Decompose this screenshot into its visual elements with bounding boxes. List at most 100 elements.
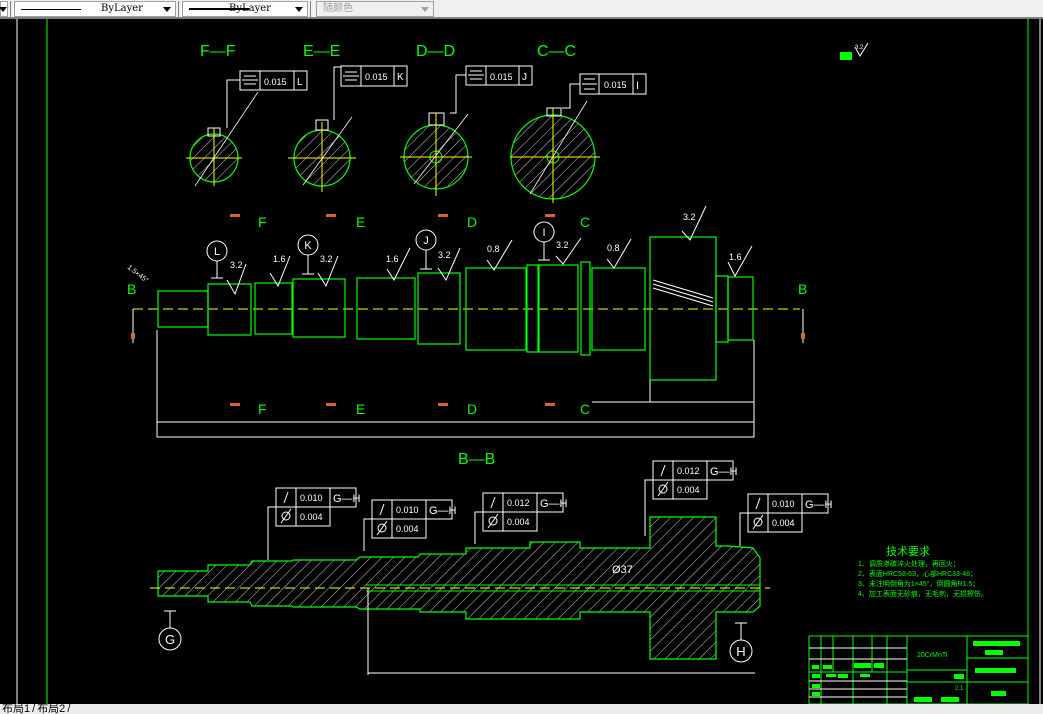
symmetry-icon	[582, 78, 597, 90]
cylindricity-value: 0.004	[507, 517, 530, 527]
svg-text:E: E	[356, 401, 365, 417]
section-label: E—E	[303, 43, 340, 60]
svg-text:0.8: 0.8	[607, 243, 620, 253]
svg-text:2、表面HRC58-63，心部HRC33-48；: 2、表面HRC58-63，心部HRC33-48；	[858, 569, 977, 578]
datum-ref: G—H	[710, 466, 738, 478]
runout-icon	[283, 491, 289, 504]
svg-text:C: C	[580, 214, 590, 230]
svg-text:1.6: 1.6	[729, 252, 742, 262]
tab-layout1[interactable]: 布局1	[2, 704, 31, 714]
svg-text:1.6: 1.6	[386, 254, 399, 264]
section-label: C—C	[537, 43, 576, 60]
technical-requirements: 技术要求 1、调质渗碳淬火处理，再回火； 2、表面HRC58-63，心部HRC3…	[858, 545, 988, 598]
svg-text:3.2: 3.2	[320, 254, 333, 264]
section-label: F—F	[200, 43, 236, 60]
svg-text:L: L	[214, 246, 220, 258]
runout-value: 0.012	[677, 466, 700, 476]
general-roughness-symbol: 3.2	[840, 42, 869, 60]
linetype-dropdown[interactable]: ByLayer	[14, 1, 176, 17]
runout-icon	[490, 496, 496, 509]
color-dropdown-edge[interactable]	[0, 1, 8, 17]
tolerance-value: 0.015	[264, 77, 287, 87]
svg-text:技术要求: 技术要求	[886, 545, 930, 558]
svg-text:3、未注明倒角为1×45°，倒圆角R1.5；: 3、未注明倒角为1×45°，倒圆角R1.5；	[858, 579, 979, 588]
svg-text:Ø37: Ø37	[612, 564, 633, 576]
datum-ref: G—H	[333, 493, 361, 505]
runout-value: 0.010	[396, 505, 419, 515]
svg-text:B: B	[127, 281, 136, 297]
svg-text:2:1: 2:1	[955, 686, 964, 692]
datum-ref: K	[397, 72, 404, 83]
plotstyle-label: 随颜色	[323, 3, 353, 14]
runout-icon	[755, 497, 761, 510]
svg-text:I: I	[542, 227, 545, 239]
svg-text:3.2: 3.2	[556, 240, 569, 250]
cylindricity-icon	[281, 511, 291, 521]
section-view-bb: B—B Ø37 G H	[150, 451, 770, 675]
cylindricity-icon	[658, 484, 668, 494]
datum-ref: G—H	[805, 499, 833, 511]
svg-text:H: H	[736, 644, 745, 659]
toolbar-separator	[10, 1, 14, 17]
svg-text:3.2: 3.2	[683, 212, 696, 222]
thin-line-sample-icon	[21, 9, 81, 10]
linetype-label: ByLayer	[101, 3, 143, 14]
svg-text:F: F	[258, 401, 267, 417]
datum-ref: I	[636, 80, 639, 92]
cylindricity-icon	[377, 523, 387, 533]
svg-text:G: G	[165, 632, 175, 647]
svg-text:B—B: B—B	[458, 451, 495, 468]
tolerance-value: 0.015	[490, 72, 513, 82]
section-view-ee: E—E 0.015 K	[288, 43, 408, 192]
datum-ref: G—H	[540, 498, 568, 510]
svg-text:D: D	[467, 214, 477, 230]
tab-layout2[interactable]: 布局2	[37, 704, 66, 714]
cylindricity-value: 0.004	[396, 524, 419, 534]
svg-text:C: C	[580, 401, 590, 417]
title-block: 20CrMnTi 2:1	[808, 635, 1029, 705]
layout-tabs-bar: 布局1/布局2/	[0, 704, 1043, 714]
roughness-symbols	[226, 205, 753, 296]
properties-toolbar: ByLayer ByLayer 随颜色	[0, 0, 1043, 19]
datum-ref: J	[522, 72, 527, 83]
cylindricity-icon	[488, 516, 498, 526]
svg-text:B: B	[798, 281, 807, 297]
symmetry-icon	[242, 75, 258, 85]
toolbar-separator	[310, 1, 314, 17]
runout-icon	[379, 503, 385, 516]
runout-value: 0.010	[300, 493, 323, 503]
chevron-down-icon	[163, 7, 171, 12]
section-view-cc: C—C 0.015 I	[510, 43, 647, 203]
svg-text:3.2: 3.2	[230, 260, 243, 270]
svg-text:F: F	[258, 214, 267, 230]
svg-text:3.2: 3.2	[438, 250, 451, 260]
lineweight-label: ByLayer	[229, 3, 271, 14]
section-view-dd: D—D 0.015 J	[400, 43, 533, 196]
svg-text:1.6: 1.6	[273, 254, 286, 264]
drawing-canvas[interactable]: F—F 0.015 L E—E 0.015 K D—D	[0, 19, 1043, 705]
symmetry-icon	[343, 71, 359, 81]
datum-ref: G—H	[429, 505, 457, 517]
cad-drawing: F—F 0.015 L E—E 0.015 K D—D	[16, 19, 1041, 705]
feature-control-frame: 0.012 G—H 0.004	[474, 492, 568, 544]
svg-text:D: D	[467, 401, 477, 417]
svg-text:J: J	[423, 235, 429, 247]
feature-control-frame: 0.010 G—H 0.004	[363, 499, 457, 551]
svg-text:K: K	[304, 240, 312, 252]
cylindricity-value: 0.004	[772, 518, 795, 528]
cylindricity-icon	[753, 517, 763, 527]
plotstyle-dropdown[interactable]: 随颜色	[316, 1, 434, 17]
thick-line-sample-icon	[189, 8, 249, 10]
lineweight-dropdown[interactable]: ByLayer	[182, 1, 308, 17]
datum-ref: L	[297, 77, 303, 88]
toolbar-separator	[178, 1, 182, 17]
svg-text:1、调质渗碳淬火处理，再回火；: 1、调质渗碳淬火处理，再回火；	[858, 559, 960, 568]
svg-text:3.2: 3.2	[855, 45, 864, 51]
section-view-ff: F—F 0.015 L	[186, 43, 308, 187]
section-label: D—D	[416, 43, 455, 60]
runout-icon	[660, 464, 666, 477]
runout-value: 0.012	[507, 498, 530, 508]
